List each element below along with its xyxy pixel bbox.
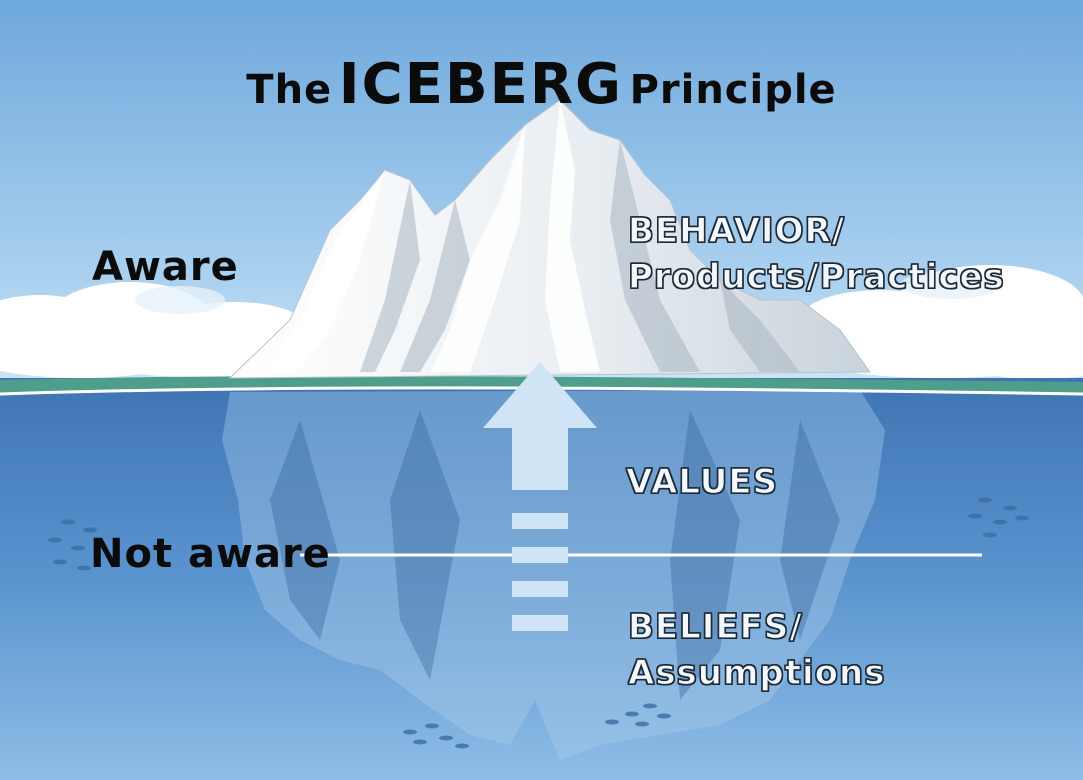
up-arrow-icon: [483, 362, 597, 631]
behavior-label-line1: BEHAVIOR/: [627, 210, 846, 251]
page-title: The ICEBERG Principle: [0, 52, 1083, 117]
values-label: VALUES: [625, 459, 779, 505]
beliefs-label-line2: Assumptions: [627, 652, 886, 693]
title-suffix: Principle: [629, 67, 837, 113]
title-prefix: The: [246, 67, 333, 113]
iceberg-underwater: [222, 390, 885, 760]
behavior-label: BEHAVIOR/ Products/Practices: [627, 208, 1005, 300]
fish-school-icon: [403, 723, 469, 749]
not-aware-label: Not aware: [90, 531, 331, 577]
beliefs-label-line1: BELIEFS/: [627, 606, 803, 647]
title-main: ICEBERG: [338, 52, 623, 117]
beliefs-label: BELIEFS/ Assumptions: [627, 604, 886, 696]
cloud-icon: [790, 265, 1083, 379]
aware-label: Aware: [92, 244, 239, 290]
behavior-label-line2: Products/Practices: [627, 256, 1005, 297]
fish-school-icon: [48, 519, 97, 571]
values-label-line1: VALUES: [625, 461, 779, 502]
fish-school-icon: [968, 497, 1029, 538]
fish-school-icon: [605, 703, 671, 727]
